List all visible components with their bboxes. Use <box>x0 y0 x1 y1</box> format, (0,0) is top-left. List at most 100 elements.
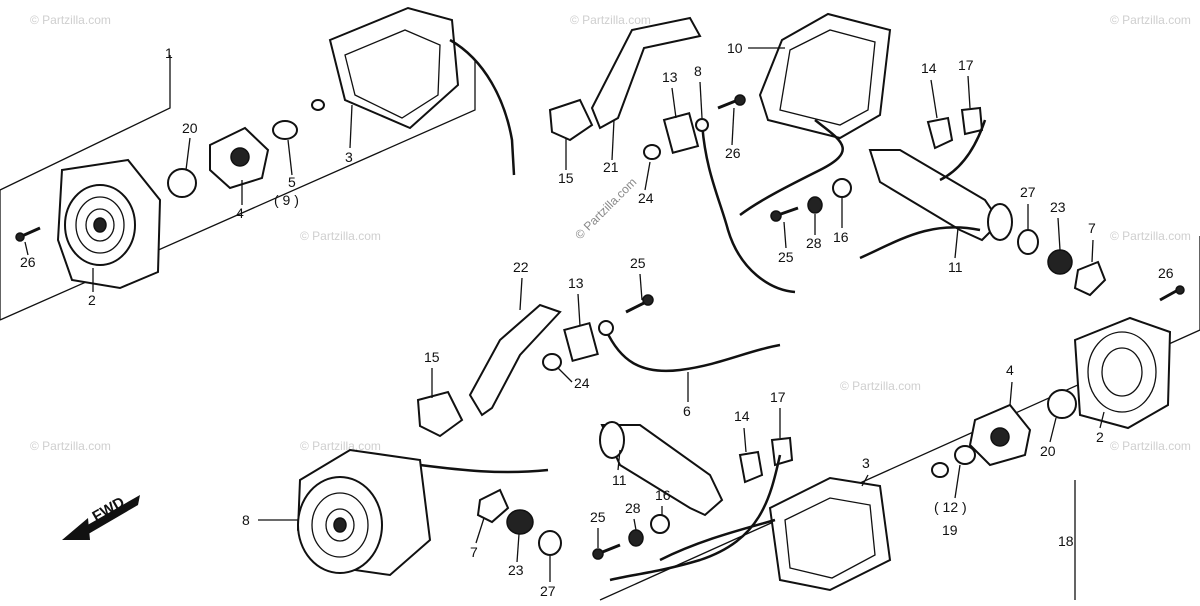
callout-label: 25 <box>630 255 646 271</box>
callout-label: 3 <box>345 149 353 165</box>
callout-label: 26 <box>725 145 741 161</box>
callout-label: 23 <box>508 562 524 578</box>
callout-label: 13 <box>662 69 678 85</box>
turn-signal-stalk <box>770 106 1185 302</box>
grommet <box>272 120 298 140</box>
callout-label: 11 <box>612 472 627 488</box>
stalk-wire <box>859 226 981 260</box>
callout-label: 8 <box>694 63 702 79</box>
callout-label: ( 12 ) <box>934 499 967 515</box>
callout-label: 18 <box>1058 533 1074 549</box>
spacer <box>548 98 594 142</box>
mount-plate <box>960 106 984 136</box>
callout-label: 14 <box>734 408 750 424</box>
watermark: © Partzilla.com <box>1110 13 1191 27</box>
stalk-bolt <box>770 206 799 222</box>
watermark: © Partzilla.com <box>300 229 381 243</box>
spacer <box>416 390 464 438</box>
callout-label: 15 <box>424 349 440 365</box>
callout-label: 5 <box>288 174 296 190</box>
callout-label: 2 <box>1096 429 1104 445</box>
flat-washer <box>832 178 852 198</box>
flat-washer <box>650 514 670 534</box>
lens-screw <box>15 226 41 242</box>
front-left-turn-signal-assembly <box>0 6 516 321</box>
mounting-bracket <box>468 303 562 417</box>
flasher-relay <box>739 12 892 217</box>
bracket-bolt <box>717 94 746 110</box>
upper-mounting-hardware <box>548 16 796 294</box>
callout-label: 27 <box>540 583 556 599</box>
callout-label: 26 <box>1158 265 1174 281</box>
cap-nut <box>476 488 510 524</box>
turn-signal-lens <box>56 158 162 290</box>
callout-label: ( 9 ) <box>274 192 299 208</box>
callout-label: 20 <box>182 120 198 136</box>
spring-washer <box>628 529 644 547</box>
nut <box>506 509 534 535</box>
grommet <box>931 462 949 478</box>
plate-wire <box>939 119 987 182</box>
callout-label: 26 <box>20 254 36 270</box>
grommet <box>954 445 976 465</box>
center-watermark: © Partzilla.com <box>572 175 639 242</box>
mounting-plate <box>662 111 700 155</box>
lower-mounting-hardware <box>416 294 781 438</box>
callout-label: 16 <box>655 487 671 503</box>
callout-label: 13 <box>568 275 584 291</box>
turn-signal-housing <box>768 476 892 592</box>
callout-label: 25 <box>590 509 606 525</box>
watermark: © Partzilla.com <box>30 13 111 27</box>
callout-label: 28 <box>806 235 822 251</box>
rubber-mount <box>738 450 764 484</box>
collar <box>643 144 661 160</box>
mounting-plate <box>563 321 599 363</box>
housing-wire <box>659 518 776 562</box>
signal-wire <box>449 38 516 176</box>
callout-label: 17 <box>958 57 974 73</box>
callout-label: 15 <box>558 170 574 186</box>
callout-label: 8 <box>242 512 250 528</box>
watermark: © Partzilla.com <box>300 439 381 453</box>
callout-label: 28 <box>625 500 641 516</box>
cap-nut <box>1073 260 1107 297</box>
callout-label: 1 <box>165 45 173 61</box>
bracket-bolt <box>625 294 654 314</box>
rear-right-turn-signal-assembly <box>599 236 1200 601</box>
callout-label: 2 <box>88 292 96 308</box>
mounting-bracket <box>590 16 702 130</box>
washer <box>1017 229 1039 255</box>
lens-screw <box>1159 285 1185 302</box>
callout-label: 11 <box>948 259 963 275</box>
callout-label: 20 <box>1040 443 1056 459</box>
callout-label: 27 <box>1020 184 1036 200</box>
bulb-socket <box>209 126 270 190</box>
callout-label: 23 <box>1050 199 1066 215</box>
collar <box>542 353 562 371</box>
watermark: © Partzilla.com <box>570 13 651 27</box>
callout-label: 6 <box>683 403 691 419</box>
callout-label: 24 <box>638 190 654 206</box>
callout-label: 25 <box>778 249 794 265</box>
housing-wire <box>419 463 549 474</box>
small-washer <box>311 99 325 111</box>
callout-label: 4 <box>1006 362 1014 378</box>
bulb <box>1047 389 1077 419</box>
watermark: © Partzilla.com <box>1110 439 1191 453</box>
watermark: © Partzilla.com <box>30 439 111 453</box>
spring-washer <box>807 196 823 214</box>
watermark: © Partzilla.com <box>840 379 921 393</box>
group-bracket-line <box>0 55 171 191</box>
callout-label: 16 <box>833 229 849 245</box>
relay-wire <box>739 119 844 217</box>
callouts: 1 20 4 5 ( 9 ) 3 26 2 15 21 13 8 24 26 1… <box>20 40 1174 599</box>
callout-label: 4 <box>236 205 244 221</box>
callout-label: 7 <box>1088 220 1096 236</box>
turn-signal-stalk <box>476 421 794 582</box>
mount-plate <box>770 436 794 467</box>
nut <box>1047 249 1073 275</box>
callout-label: 10 <box>727 40 743 56</box>
washer <box>538 530 562 556</box>
ground-wire <box>700 121 796 294</box>
